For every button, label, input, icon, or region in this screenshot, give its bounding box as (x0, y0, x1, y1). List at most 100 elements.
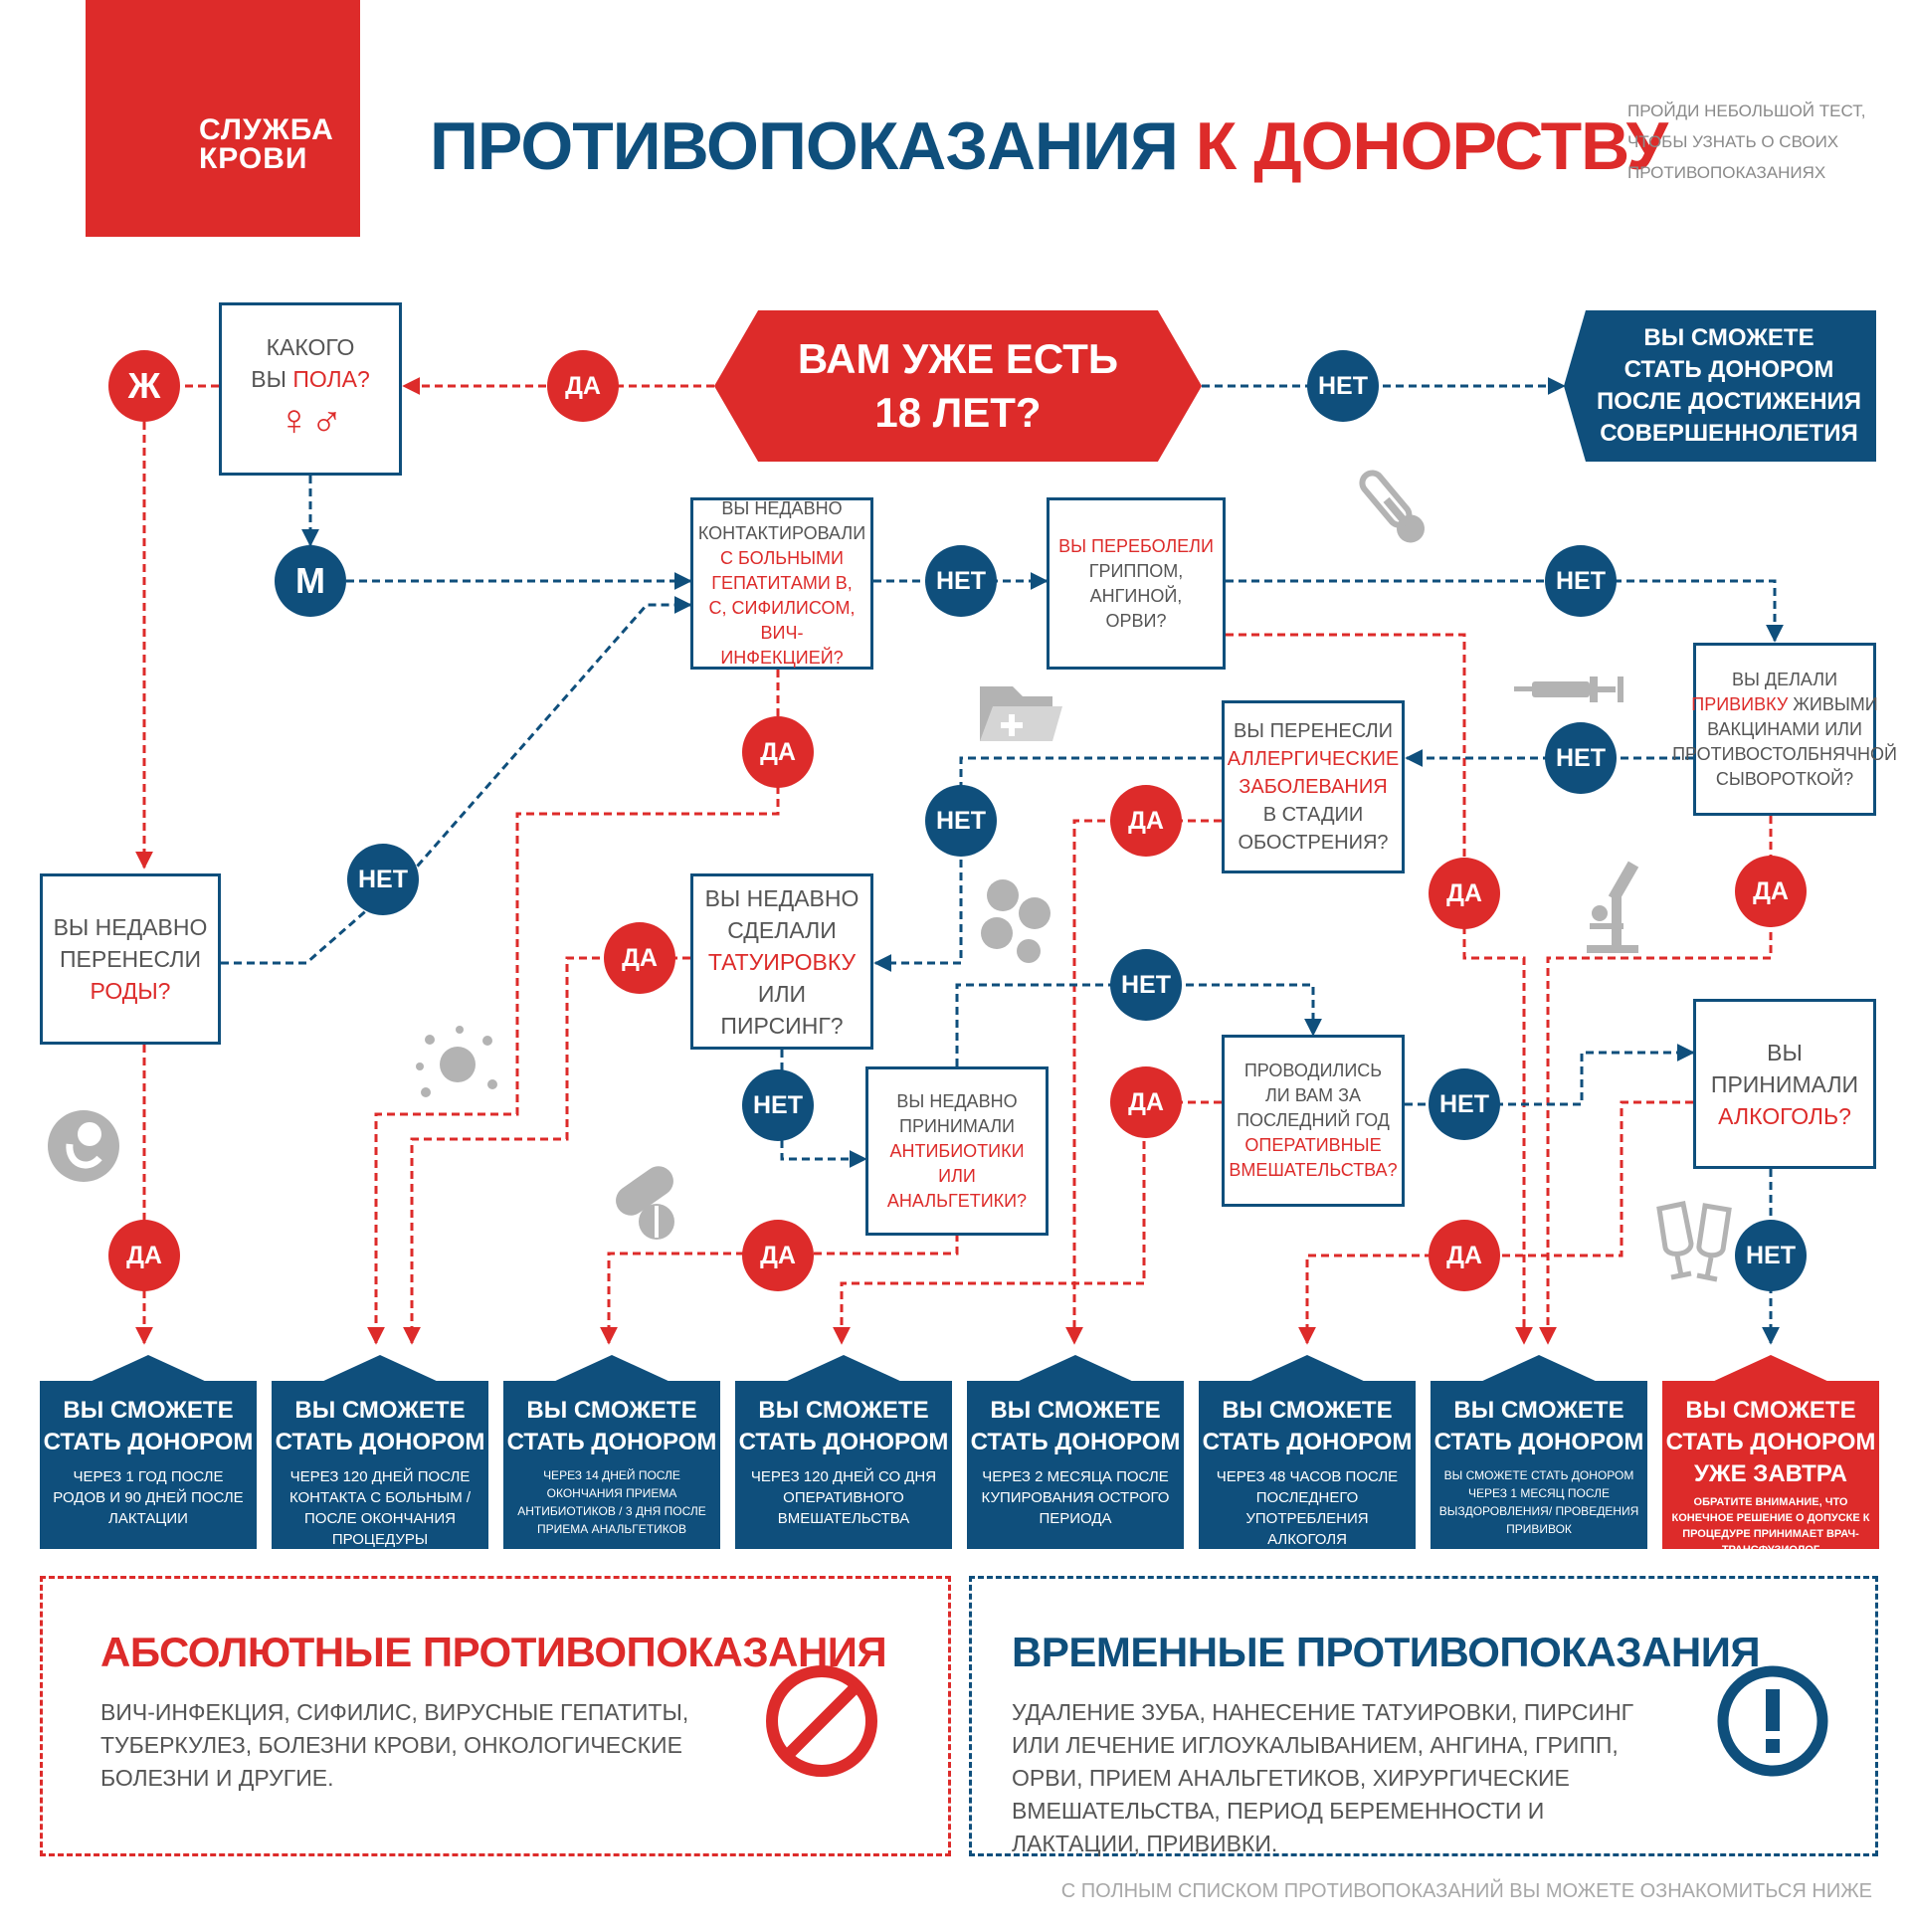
result-title: ВЫ СМОЖЕТЕ СТАТЬ ДОНОРОМ (506, 1397, 717, 1455)
hepatitis-no-label: НЕТ (925, 545, 997, 617)
result-tomorrow: ВЫ СМОЖЕТЕ СТАТЬ ДОНОРОМ УЖЕ ЗАВТРА ОБРА… (1662, 1355, 1879, 1549)
microscope-icon (1587, 861, 1639, 953)
line-tattoo-yes (403, 956, 690, 1345)
adult-result: ВЫ СМОЖЕТЕ СТАТЬ ДОНОРОМ ПОСЛЕ ДОСТИЖЕНИ… (1564, 310, 1876, 462)
gender-symbols-icon: ♀♂ (278, 396, 343, 445)
syringe-icon (1514, 676, 1624, 702)
vaccine-no-label: НЕТ (1545, 722, 1617, 794)
result-title: ВЫ СМОЖЕТЕ СТАТЬ ДОНОРОМ (275, 1397, 485, 1455)
logo-line1: СЛУЖБА (199, 113, 334, 146)
vaccine-line2: ПРИВИВКУ ЖИВЫМИ ВАКЦИНАМИ ИЛИ ПРОТИВОСТО… (1672, 692, 1897, 792)
result-alcohol: ВЫ СМОЖЕТЕ СТАТЬ ДОНОРОМ ЧЕРЕЗ 48 ЧАСОВ … (1199, 1355, 1416, 1549)
alcohol-highlight: АЛКОГОЛЬ? (1718, 1102, 1851, 1129)
result-title: ВЫ СМОЖЕТЕ СТАТЬ ДОНОРОМ УЖЕ ЗАВТРА (1665, 1397, 1876, 1487)
question-tattoo: ВЫ НЕДАВНО СДЕЛАЛИ ТАТУИРОВКУ ИЛИ ПИРСИН… (690, 873, 873, 1050)
birth-text: ВЫ НЕДАВНО ПЕРЕНЕСЛИ (53, 914, 208, 972)
logo-text: СЛУЖБА КРОВИ (199, 113, 334, 175)
prohibited-icon (766, 1665, 877, 1777)
quiz-hint: ПРОЙДИ НЕБОЛЬШОЙ ТЕСТ, ЧТОБЫ УЗНАТЬ О СВ… (1627, 101, 1866, 182)
question-surgery: ПРОВОДИЛИСЬ ЛИ ВАМ ЗА ПОСЛЕДНИЙ ГОД ОПЕР… (1222, 1035, 1405, 1207)
alcohol-yes-label: ДА (1429, 1220, 1500, 1291)
flu-text: ГРИППОМ, АНГИНОЙ, ОРВИ? (1088, 560, 1184, 631)
question-flu: ВЫ ПЕРЕБОЛЕЛИ ГРИППОМ, АНГИНОЙ, ОРВИ? (1047, 497, 1226, 670)
antibiotics-yes-label: ДА (742, 1220, 814, 1291)
question-hepatitis: ВЫ НЕДАВНО КОНТАКТИРОВАЛИ С БОЛЬНЫМИ ГЕП… (690, 497, 873, 670)
pills-icon (616, 1166, 674, 1240)
page-title: ПРОТИВОПОКАЗАНИЯ К ДОНОРСТВУ (430, 107, 1668, 185)
temporary-text: УДАЛЕНИЕ ЗУБА, НАНЕСЕНИЕ ТАТУИРОВКИ, ПИР… (1012, 1699, 1634, 1856)
line-allergy-no (873, 756, 1222, 972)
start-line2: 18 ЛЕТ? (874, 389, 1042, 436)
result-text: ЧЕРЕЗ 14 ДНЕЙ ПОСЛЕ ОКОНЧАНИЯ ПРИЕМА АНТ… (517, 1468, 706, 1536)
temporary-contraindications-panel: ВРЕМЕННЫЕ ПРОТИВОПОКАЗАНИЯ УДАЛЕНИЕ ЗУБА… (969, 1576, 1878, 1856)
allergy-highlight: АЛЛЕРГИЧЕСКИЕ ЗАБОЛЕВАНИЯ (1227, 748, 1400, 798)
thermometer-icon (1359, 470, 1425, 543)
tattoo-text2: ИЛИ ПИРСИНГ? (720, 980, 844, 1039)
result-text: ВЫ СМОЖЕТЕ СТАТЬ ДОНОРОМ ЧЕРЕЗ 1 МЕСЯЦ П… (1438, 1468, 1639, 1536)
question-vaccine: ВЫ ДЕЛАЛИ ПРИВИВКУ ЖИВЫМИ ВАКЦИНАМИ ИЛИ … (1672, 643, 1897, 816)
absolute-text: ВИЧ-ИНФЕКЦИЯ, СИФИЛИС, ВИРУСНЫЕ ГЕПАТИТЫ… (100, 1699, 689, 1791)
start-yes-label: ДА (547, 350, 619, 422)
absolute-title: АБСОЛЮТНЫЕ ПРОТИВОПОКАЗАНИЯ (100, 1629, 887, 1675)
surgery-no-label: НЕТ (1429, 1068, 1500, 1140)
result-text: ЧЕРЕЗ 1 ГОД ПОСЛЕ РОДОВ И 90 ДНЕЙ ПОСЛЕ … (53, 1468, 244, 1527)
line-birth-no (221, 596, 692, 965)
result-title: ВЫ СМОЖЕТЕ СТАТЬ ДОНОРОМ (43, 1397, 254, 1455)
vaccine-highlight: ПРИВИВКУ (1691, 693, 1789, 714)
exclamation-icon (1717, 1665, 1828, 1777)
allergy-text: ВЫ ПЕРЕНЕСЛИ (1233, 720, 1394, 742)
tattoo-yes-label: ДА (604, 922, 675, 994)
fetus-icon (48, 1110, 119, 1182)
flu-no-label: НЕТ (1545, 545, 1617, 617)
male-node: М (275, 545, 346, 617)
surgery-text: ПРОВОДИЛИСЬ ЛИ ВАМ ЗА ПОСЛЕДНИЙ ГОД (1237, 1061, 1390, 1130)
hepatitis-yes-label: ДА (742, 716, 814, 788)
adult-line2: СТАТЬ ДОНОРОМ (1624, 356, 1834, 383)
adult-line1: ВЫ СМОЖЕТЕ (1643, 324, 1814, 351)
logo-line2: КРОВИ (199, 142, 308, 175)
result-text: ОБРАТИТЕ ВНИМАНИЕ, ЧТО КОНЕЧНОЕ РЕШЕНИЕ … (1671, 1496, 1870, 1556)
adult-line4: СОВЕРШЕННОЛЕТИЯ (1600, 420, 1858, 447)
question-allergy: ВЫ ПЕРЕНЕСЛИ АЛЛЕРГИЧЕСКИЕ ЗАБОЛЕВАНИЯ В… (1222, 700, 1405, 873)
allergy-text2: В СТАДИИ ОБОСТРЕНИЯ? (1238, 804, 1389, 854)
allergy-no-label: НЕТ (925, 785, 997, 857)
line-flu-no (1226, 579, 1784, 643)
tattoo-highlight: ТАТУИРОВКУ (707, 948, 857, 975)
question-antibiotics: ВЫ НЕДАВНО ПРИНИМАЛИ АНТИБИОТИКИ ИЛИ АНА… (865, 1066, 1049, 1236)
antibiotics-text: ВЫ НЕДАВНО ПРИНИМАЛИ (896, 1090, 1018, 1136)
vaccine-yes-label: ДА (1735, 856, 1807, 927)
result-flu-vaccine: ВЫ СМОЖЕТЕ СТАТЬ ДОНОРОМ ВЫ СМОЖЕТЕ СТАТ… (1431, 1355, 1647, 1549)
vaccine-text: ВЫ ДЕЛАЛИ (1731, 669, 1838, 689)
alcohol-text: ВЫ ПРИНИМАЛИ (1710, 1039, 1859, 1097)
start-question: ВАМ УЖЕ ЕСТЬ 18 ЛЕТ? (714, 310, 1202, 462)
result-title: ВЫ СМОЖЕТЕ СТАТЬ ДОНОРОМ (1202, 1397, 1413, 1455)
line-alcohol-yes (1298, 1100, 1693, 1345)
flu-yes-label: ДА (1429, 858, 1500, 929)
result-title: ВЫ СМОЖЕТЕ СТАТЬ ДОНОРОМ (970, 1397, 1181, 1455)
vaccine-text2: ЖИВЫМИ ВАКЦИНАМИ ИЛИ ПРОТИВОСТОЛБНЯЧНОЙ … (1672, 693, 1897, 789)
absolute-contraindications-panel: АБСОЛЮТНЫЕ ПРОТИВОПОКАЗАНИЯ ВИЧ-ИНФЕКЦИЯ… (40, 1576, 951, 1856)
result-text: ЧЕРЕЗ 48 ЧАСОВ ПОСЛЕ ПОСЛЕДНЕГО УПОТРЕБЛ… (1216, 1468, 1399, 1548)
hepatitis-highlight: С БОЛЬНЫМИ ГЕПАТИТАМИ В, С, СИФИЛИСОМ, В… (708, 548, 856, 668)
gender-highlight: ПОЛА? (292, 366, 370, 392)
line-allergy-yes (1065, 819, 1222, 1345)
female-node: Ж (108, 350, 180, 422)
start-line1: ВАМ УЖЕ ЕСТЬ (797, 335, 1119, 382)
antibiotics-no-label: НЕТ (1110, 949, 1182, 1021)
line-flu-yes (1226, 633, 1533, 1345)
question-alcohol: ВЫ ПРИНИМАЛИ АЛКОГОЛЬ? (1693, 999, 1876, 1169)
result-contact: ВЫ СМОЖЕТЕ СТАТЬ ДОНОРОМ ЧЕРЕЗ 120 ДНЕЙ … (272, 1355, 488, 1549)
birth-no-label: НЕТ (347, 844, 419, 915)
line-surgery-no (1405, 1044, 1695, 1106)
virus-icon (416, 1026, 497, 1097)
antibiotics-highlight: АНТИБИОТИКИ ИЛИ АНАЛЬГЕТИКИ? (886, 1140, 1028, 1211)
title-part1: ПРОТИВОПОКАЗАНИЯ (430, 108, 1179, 184)
alcohol-no-label: НЕТ (1735, 1220, 1807, 1291)
line-tattoo-no (780, 1050, 867, 1168)
result-antibiotics: ВЫ СМОЖЕТЕ СТАТЬ ДОНОРОМ ЧЕРЕЗ 14 ДНЕЙ П… (503, 1355, 720, 1549)
gender-line1: КАКОГО (266, 334, 355, 360)
result-text: ЧЕРЕЗ 2 МЕСЯЦА ПОСЛЕ КУПИРОВАНИЯ ОСТРОГО… (981, 1468, 1170, 1527)
title-part2: К ДОНОРСТВУ (1195, 108, 1668, 184)
wine-glasses-icon (1656, 1201, 1732, 1282)
birth-yes-label: ДА (108, 1220, 180, 1291)
